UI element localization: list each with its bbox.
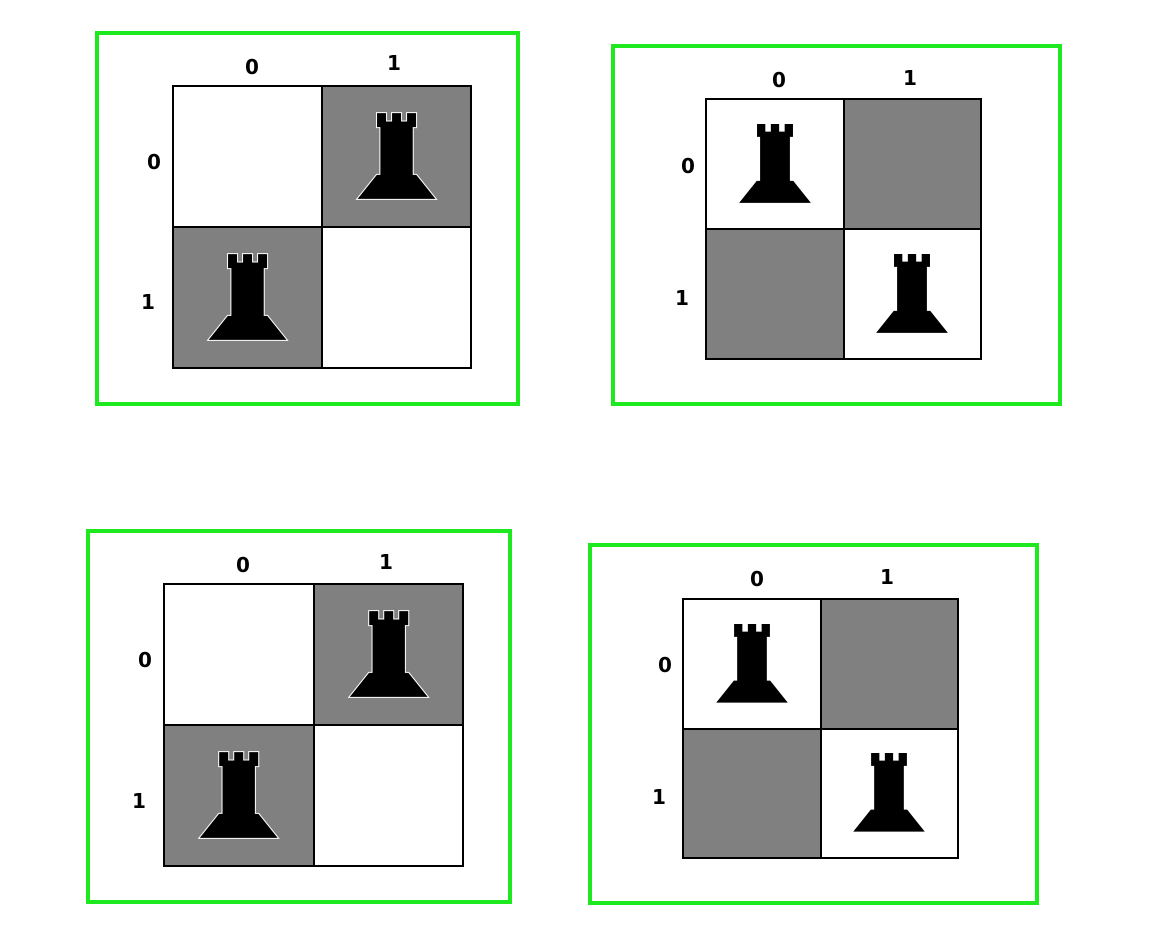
col-label: 0 xyxy=(236,553,250,577)
board-square xyxy=(313,725,463,866)
board-square xyxy=(164,725,314,866)
col-label: 1 xyxy=(379,550,393,574)
board-square xyxy=(173,86,322,227)
col-label: 0 xyxy=(750,567,764,591)
board-square xyxy=(164,584,314,725)
rook-icon xyxy=(714,622,790,704)
diagram-panel-3: 0 1 0 1 xyxy=(86,529,512,904)
board-square xyxy=(820,599,958,729)
row-label: 1 xyxy=(132,789,146,813)
board-square xyxy=(313,584,463,725)
rook-icon xyxy=(197,750,280,839)
chess-board xyxy=(172,85,472,369)
board-square xyxy=(322,227,471,368)
rook-icon xyxy=(347,609,430,698)
board-square xyxy=(843,229,981,359)
board-square xyxy=(843,99,981,229)
row-label: 1 xyxy=(141,290,155,314)
row-label: 0 xyxy=(138,648,152,672)
row-label: 0 xyxy=(681,154,695,178)
col-label: 1 xyxy=(903,66,917,90)
rook-icon xyxy=(355,111,438,200)
col-label: 0 xyxy=(245,55,259,79)
rook-icon xyxy=(736,122,813,204)
rook-icon xyxy=(874,252,951,334)
board-square xyxy=(173,227,322,368)
board-square xyxy=(683,599,821,729)
rook-icon xyxy=(206,252,289,341)
board-square xyxy=(683,728,821,858)
row-label: 0 xyxy=(658,653,672,677)
col-label: 1 xyxy=(387,51,401,75)
board-square xyxy=(820,728,958,858)
board-square xyxy=(706,99,844,229)
row-label: 0 xyxy=(147,150,161,174)
diagram-panel-2: 0 1 0 1 xyxy=(611,44,1062,406)
board-square xyxy=(322,86,471,227)
diagram-panel-4: 0 1 0 1 xyxy=(588,543,1039,905)
chess-board xyxy=(705,98,982,360)
diagram-panel-1: 0 1 0 1 xyxy=(95,31,520,406)
col-label: 1 xyxy=(880,565,894,589)
row-label: 1 xyxy=(652,785,666,809)
chess-board xyxy=(163,583,464,867)
chess-board xyxy=(682,598,959,859)
rook-icon xyxy=(851,752,927,833)
col-label: 0 xyxy=(772,68,786,92)
board-square xyxy=(706,229,844,359)
row-label: 1 xyxy=(675,286,689,310)
